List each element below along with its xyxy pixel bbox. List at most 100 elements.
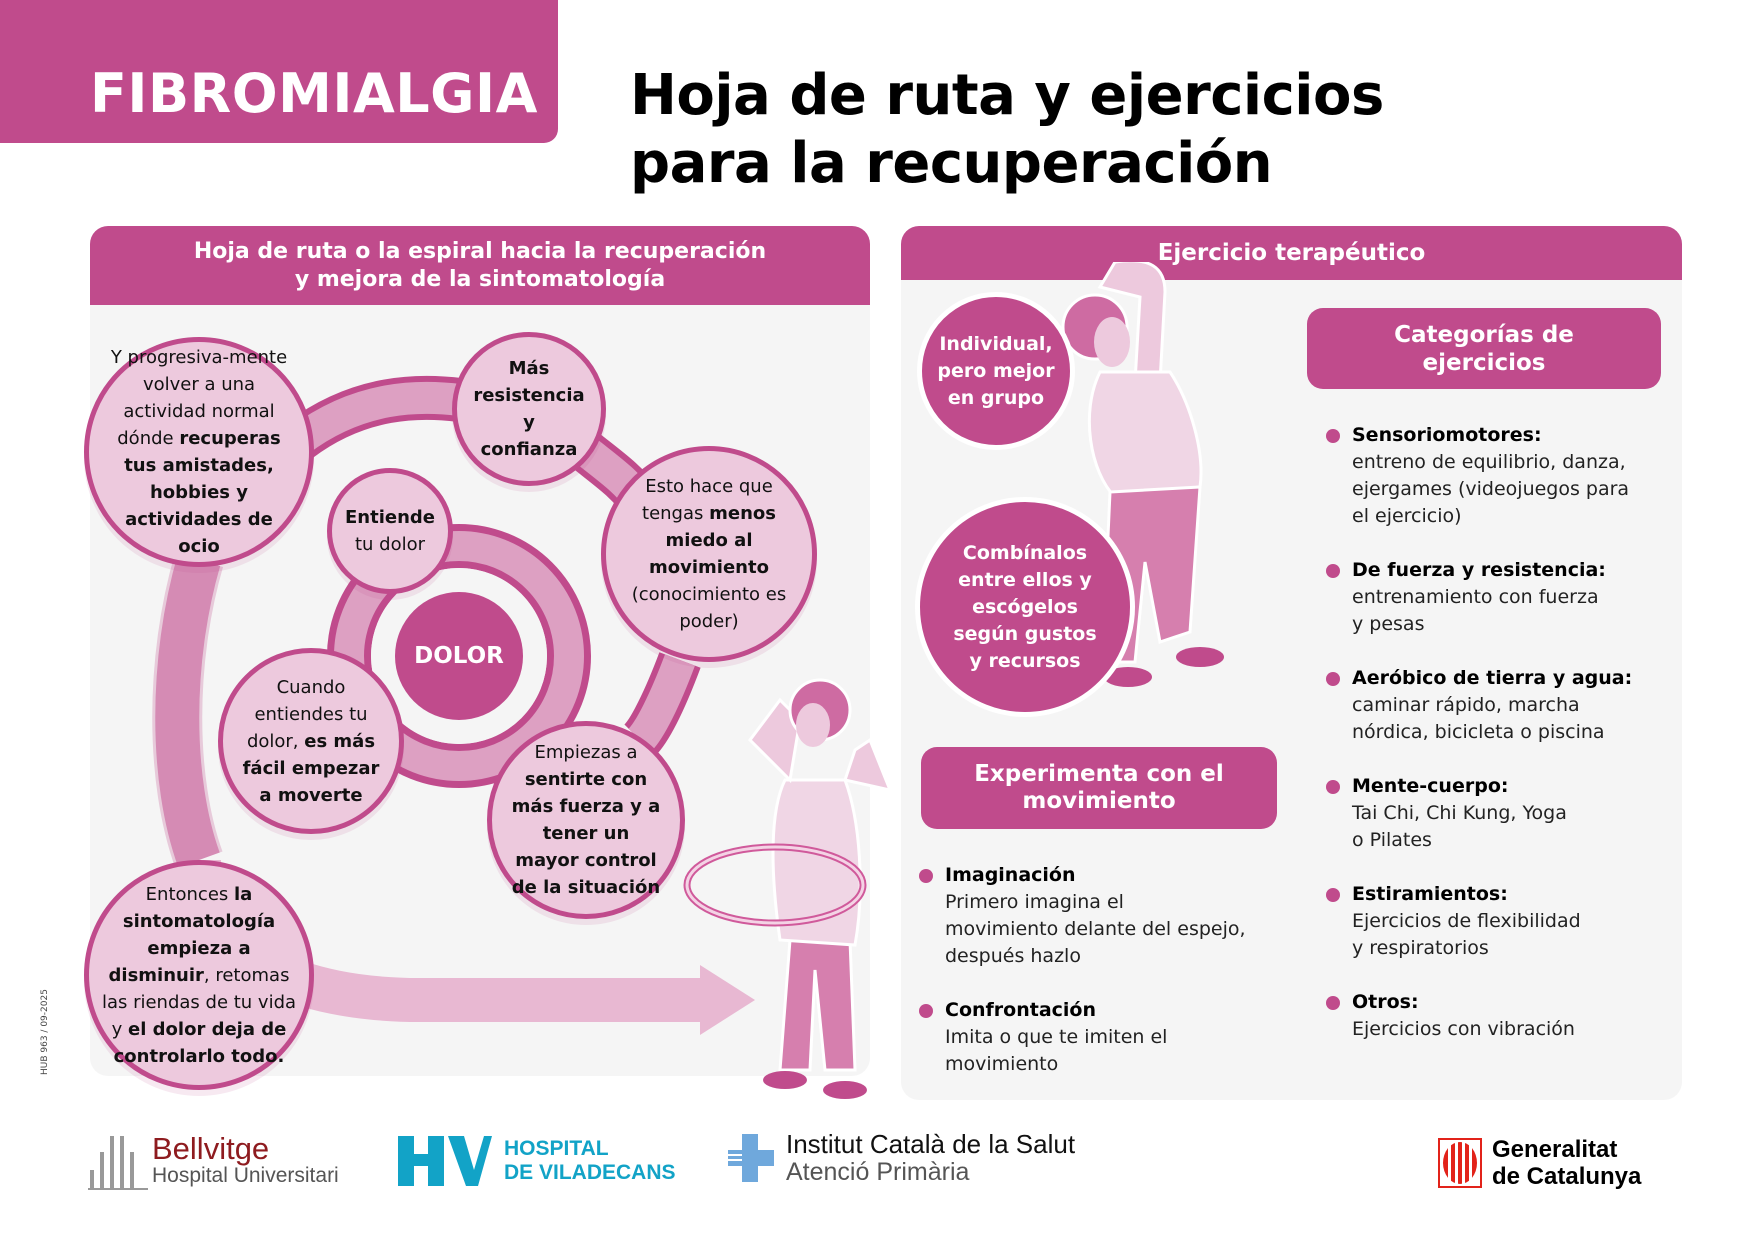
experiment-desc: Primero imagina el movimiento delante de…: [945, 891, 1246, 967]
step-text-normal: Y progresiva-mente volver a una activida…: [110, 347, 288, 449]
category-item: Otros: Ejercicios con vibración: [1326, 989, 1666, 1043]
viladecans-line1: HOSPITAL: [504, 1137, 609, 1160]
hv-monogram-icon: [398, 1136, 492, 1186]
category-desc: caminar rápido, marcha nórdica, biciclet…: [1352, 694, 1605, 743]
viladecans-line2: DE VILADECANS: [504, 1161, 676, 1184]
step-text-normal: Entonces: [145, 883, 234, 905]
bubble-individual: Individual, pero mejor en grupo: [917, 292, 1075, 450]
step-esto-text: Esto hace que tengas menos miedo al movi…: [606, 473, 812, 635]
experiment-item: Confrontación Imita o que te imiten el m…: [919, 997, 1279, 1078]
pain-center-label: DOLOR: [414, 643, 504, 669]
brand-title: FIBROMIALGIA: [90, 62, 538, 125]
experiment-heading-text: Experimenta con el movimiento: [974, 761, 1224, 814]
step-empiezas-text: Empiezas a sentirte con más fuerza y a t…: [492, 739, 680, 901]
bellvitge-columns-icon: [88, 1136, 148, 1190]
logo-ics: Institut Català de la Salut Atenció Prim…: [726, 1130, 1075, 1186]
bubble-individual-text: Individual, pero mejor en grupo: [937, 332, 1055, 409]
bellvitge-sub: Hospital Universitari: [152, 1164, 339, 1187]
experiment-desc: Imita o que te imiten el movimiento: [945, 1026, 1168, 1075]
category-title: De fuerza y resistencia:: [1352, 559, 1606, 581]
step-text-bold: la sintomatología empieza a disminuir: [108, 883, 276, 986]
step-text-normal: Empiezas a: [534, 742, 638, 763]
category-title: Estiramientos:: [1352, 883, 1508, 905]
step-mas-resistencia: Más resistencia y confianza: [452, 332, 606, 486]
brand-banner: [0, 0, 558, 143]
pain-center: DOLOR: [395, 592, 523, 720]
step-text-bold: sentirte con más fuerza y a tener un may…: [511, 769, 661, 898]
logo-bellvitge: Bellvitge Hospital Universitari: [88, 1130, 339, 1192]
categories-heading: Categorías de ejercicios: [1307, 308, 1661, 389]
bullet-icon: [1326, 780, 1340, 794]
step-mas-text: Más resistencia y confianza: [457, 355, 601, 463]
step-progresiva-text: Y progresiva-mente volver a una activida…: [89, 344, 309, 560]
bullet-icon: [1326, 996, 1340, 1010]
step-text-normal: (conocimiento es poder): [631, 584, 787, 632]
page-title: Hoja de ruta y ejercicios para la recupe…: [630, 62, 1384, 198]
bullet-icon: [1326, 672, 1340, 686]
step-entiende-text: Entiende tu dolor: [332, 504, 448, 558]
step-text-normal: tu dolor: [354, 534, 426, 555]
category-item: Mente-cuerpo: Tai Chi, Chi Kung, Yoga o …: [1326, 773, 1666, 854]
category-desc: Ejercicios con vibración: [1352, 1018, 1575, 1040]
step-progresiva: Y progresiva-mente volver a una activida…: [84, 337, 314, 567]
step-text-normal: , retomas las riendas de tu vida y: [101, 964, 297, 1040]
step-cuando: Cuando entiendes tu dolor, es más fácil …: [218, 648, 404, 834]
ics-line2: Atenció Primària: [786, 1158, 970, 1186]
category-item: De fuerza y resistencia: entrenamiento c…: [1326, 557, 1666, 638]
bullet-icon: [919, 1004, 933, 1018]
category-desc: entrenamiento con fuerza y pesas: [1352, 586, 1599, 635]
ics-line1: Institut Català de la Salut: [786, 1129, 1076, 1159]
bellvitge-name: Bellvitge: [152, 1131, 270, 1166]
generalitat-emblem-icon: [1438, 1138, 1482, 1188]
category-desc: Ejercicios de flexibilidad y respiratori…: [1352, 910, 1581, 959]
woman-hula-hoop-illustration: [683, 678, 893, 1099]
categories-list: Sensoriomotores: entreno de equilibrio, …: [1326, 422, 1666, 1070]
experiment-item: Imaginación Primero imagina el movimient…: [919, 862, 1279, 970]
categories-heading-text: Categorías de ejercicios: [1394, 321, 1574, 376]
bullet-icon: [1326, 564, 1340, 578]
experiment-title: Confrontación: [945, 999, 1096, 1021]
page-title-line1: Hoja de ruta y ejercicios: [630, 63, 1384, 128]
category-title: Sensoriomotores:: [1352, 424, 1542, 446]
generalitat-line1: Generalitat: [1492, 1136, 1618, 1163]
category-desc: entreno de equilibrio, danza, ejergames …: [1352, 451, 1630, 527]
category-title: Mente-cuerpo:: [1352, 775, 1509, 797]
experiment-title: Imaginación: [945, 864, 1076, 886]
bullet-icon: [1326, 888, 1340, 902]
step-entonces-text: Entonces la sintomatología empieza a dis…: [89, 881, 309, 1070]
step-text-bold: recuperas tus amistades, hobbies y activ…: [124, 428, 281, 557]
category-item: Sensoriomotores: entreno de equilibrio, …: [1326, 422, 1666, 530]
page-title-line2: para la recuperación: [630, 131, 1273, 196]
step-text-bold: menos miedo al movimiento: [649, 503, 776, 578]
bubble-combine-text: Combínalos entre ellos y escógelos según…: [953, 541, 1097, 672]
step-cuando-text: Cuando entiendes tu dolor, es más fácil …: [223, 674, 399, 809]
logo-viladecans: HOSPITAL DE VILADECANS: [398, 1134, 676, 1188]
category-desc: Tai Chi, Chi Kung, Yoga o Pilates: [1352, 802, 1567, 851]
step-entiende: Entiende tu dolor: [327, 468, 453, 594]
step-text-bold: Más resistencia y confianza: [473, 358, 585, 460]
logo-generalitat: Generalitat de Catalunya: [1438, 1136, 1641, 1190]
step-text-normal: Cuando entiendes tu dolor,: [246, 676, 368, 752]
exercise-panel-header: Ejercicio terapéutico: [901, 226, 1682, 280]
step-entonces: Entonces la sintomatología empieza a dis…: [84, 860, 314, 1090]
document-code: HUB 963 / 09-2025: [40, 989, 50, 1075]
roadmap-title-line1: Hoja de ruta o la espiral hacia la recup…: [193, 239, 767, 264]
roadmap-panel-header: Hoja de ruta o la espiral hacia la recup…: [90, 226, 870, 305]
step-text-normal: Esto hace que tengas: [642, 476, 773, 524]
step-text-bold: Entiende: [345, 507, 435, 528]
ics-cross-icon: [726, 1134, 774, 1182]
step-text-bold: el dolor deja de controlarlo todo.: [113, 1018, 287, 1067]
step-text-bold: es más fácil empezar a moverte: [242, 730, 380, 806]
step-esto: Esto hace que tengas menos miedo al movi…: [601, 446, 817, 662]
bullet-icon: [1326, 429, 1340, 443]
step-empiezas: Empiezas a sentirte con más fuerza y a t…: [487, 721, 685, 919]
category-item: Aeróbico de tierra y agua: caminar rápid…: [1326, 665, 1666, 746]
bubble-combine: Combínalos entre ellos y escógelos según…: [915, 497, 1135, 717]
category-title: Aeróbico de tierra y agua:: [1352, 667, 1633, 689]
experiment-list: Imaginación Primero imagina el movimient…: [919, 862, 1279, 1105]
roadmap-title-line2: y mejora de la sintomatología: [294, 267, 666, 292]
generalitat-line2: de Catalunya: [1492, 1163, 1642, 1190]
category-item: Estiramientos: Ejercicios de flexibilida…: [1326, 881, 1666, 962]
category-title: Otros:: [1352, 991, 1419, 1013]
bullet-icon: [919, 869, 933, 883]
